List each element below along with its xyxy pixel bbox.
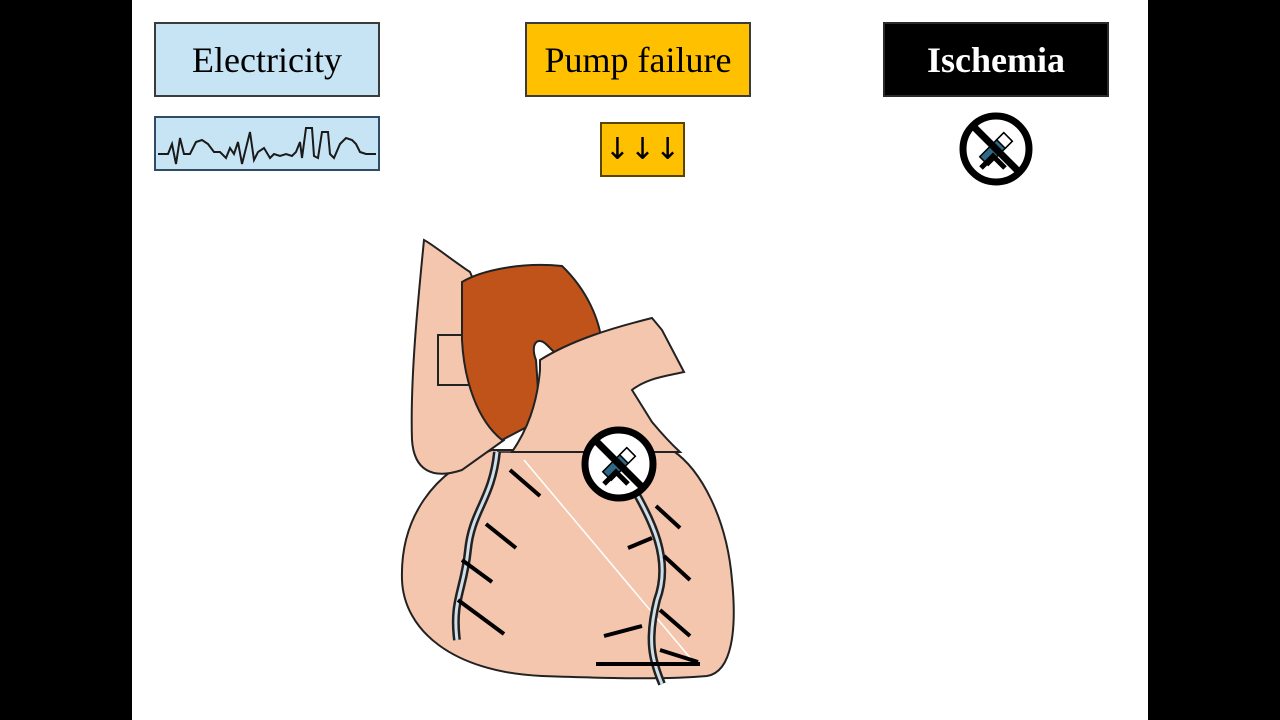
heart-illustration [400, 238, 735, 686]
pump-failure-label: Pump failure [525, 22, 751, 97]
pump-decrease-indicator: ↓↓↓ [600, 122, 685, 177]
slide-canvas: Electricity Pump failure Ischemia ↓↓↓ [132, 0, 1148, 720]
blocked-vessel-no-sign-icon [959, 112, 1033, 186]
ischemia-label: Ischemia [883, 22, 1109, 97]
ecg-waveform-icon [154, 116, 380, 171]
electricity-label: Electricity [154, 22, 380, 97]
blocked-vessel-no-sign-icon [581, 426, 657, 502]
